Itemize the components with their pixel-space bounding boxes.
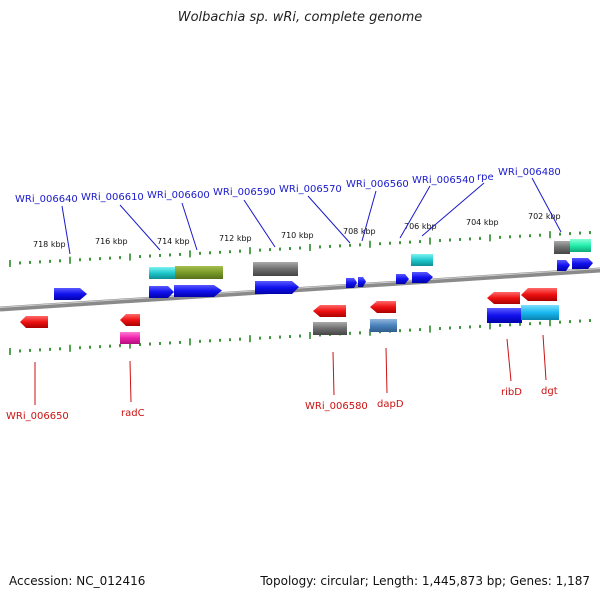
leader-ribD — [506, 338, 512, 382]
gene-label-WRi_006480[interactable]: WRi_006480 — [498, 167, 561, 178]
tick-label-708: 708 kbp — [343, 227, 376, 236]
gene-label-ribD[interactable]: ribD — [501, 387, 522, 398]
gene-arrow-ribD[interactable] — [487, 292, 520, 304]
gene-arrow-dapD[interactable] — [370, 301, 396, 313]
leader-rpe — [421, 182, 485, 237]
gene-arrow-rpe[interactable] — [412, 272, 433, 283]
gene-label-WRi_006580[interactable]: WRi_006580 — [305, 401, 368, 412]
gene-label-WRi_006570[interactable]: WRi_006570 — [279, 184, 342, 195]
gene-arrow-WRi_006600[interactable] — [174, 285, 222, 297]
gene-arrow-WRi_006480-a[interactable] — [557, 260, 570, 271]
gene-arrow-WRi_006590[interactable] — [255, 281, 299, 294]
genes-forward — [54, 258, 593, 300]
features-lower — [120, 305, 559, 344]
gene-label-WRi_006640[interactable]: WRi_006640 — [15, 194, 78, 205]
leader-WRi_006540 — [399, 185, 431, 239]
tick-label-706: 706 kbp — [404, 222, 437, 231]
leader-WRi_006600 — [181, 202, 198, 251]
gene-arrow-radC[interactable] — [120, 314, 140, 326]
tick-label-718: 718 kbp — [33, 240, 66, 249]
leader-dgt — [542, 334, 547, 381]
gene-arrow-WRi_006570[interactable] — [346, 278, 357, 288]
leader-WRi_006580 — [332, 351, 335, 396]
feature-cyan-1[interactable] — [149, 267, 176, 279]
genome-backbone — [0, 267, 600, 312]
gene-arrow-dgt[interactable] — [521, 288, 557, 301]
gene-label-WRi_006610[interactable]: WRi_006610 — [81, 192, 144, 203]
feature-olive-1[interactable] — [175, 266, 223, 279]
tick-label-710: 710 kbp — [281, 231, 314, 240]
gene-arrow-rpe-a[interactable] — [396, 274, 409, 284]
tick-label-712: 712 kbp — [219, 234, 252, 243]
leader-WRi_006570 — [307, 195, 351, 244]
feature-gray-1[interactable] — [253, 262, 298, 276]
features-upper — [149, 239, 591, 279]
leader-WRi_006590 — [243, 199, 276, 248]
gene-arrow-WRi_006480[interactable] — [572, 258, 593, 269]
gene-label-WRi_006560[interactable]: WRi_006560 — [346, 179, 409, 190]
feature-gray-3[interactable] — [313, 322, 347, 335]
gene-label-radC[interactable]: radC — [121, 408, 145, 419]
genome-backbone-highlight — [0, 268, 600, 308]
feature-cyan-2[interactable] — [411, 254, 433, 266]
gene-label-WRi_006600[interactable]: WRi_006600 — [147, 190, 210, 201]
gene-arrow-WRi_006580[interactable] — [313, 305, 346, 317]
tick-label-704: 704 kbp — [466, 218, 499, 227]
genome-summary-text: Topology: circular; Length: 1,445,873 bp… — [260, 574, 590, 588]
gene-label-rpe[interactable]: rpe — [477, 172, 494, 183]
callouts-bottom: WRi_006650 radC WRi_006580 dapD ribD dgt — [6, 334, 558, 422]
feature-mint-1[interactable] — [570, 239, 591, 252]
gene-label-WRi_006590[interactable]: WRi_006590 — [213, 187, 276, 198]
gene-label-WRi_006650[interactable]: WRi_006650 — [6, 411, 69, 422]
feature-blue-box-1[interactable] — [487, 308, 522, 323]
gene-label-dapD[interactable]: dapD — [377, 399, 404, 410]
feature-sky-1[interactable] — [521, 305, 559, 320]
gene-arrow-WRi_006610[interactable] — [149, 286, 174, 298]
tick-label-716: 716 kbp — [95, 237, 128, 246]
gene-label-dgt[interactable]: dgt — [541, 386, 558, 397]
leader-radC — [129, 360, 132, 403]
gene-arrow-WRi_006560[interactable] — [358, 277, 366, 287]
leader-WRi_006610 — [119, 204, 161, 251]
genes-reverse — [20, 288, 557, 328]
leader-WRi_006560 — [361, 190, 377, 242]
callouts-top: WRi_006640 WRi_006610 WRi_006600 WRi_006… — [15, 167, 562, 255]
feature-gray-2[interactable] — [554, 241, 570, 254]
gene-arrow-WRi_006650[interactable] — [20, 316, 48, 328]
tick-label-714: 714 kbp — [157, 237, 190, 246]
leader-dapD — [385, 347, 388, 394]
gene-label-WRi_006540[interactable]: WRi_006540 — [412, 175, 475, 186]
scale-ticks-top — [9, 231, 591, 267]
scale-ticks-bottom — [9, 319, 591, 355]
leader-WRi_006480 — [531, 177, 562, 233]
feature-steel-1[interactable] — [370, 319, 397, 332]
accession-text: Accession: NC_012416 — [9, 574, 146, 588]
page-title: Wolbachia sp. wRi, complete genome — [177, 10, 423, 25]
scale-labels: 718 kbp 716 kbp 714 kbp 712 kbp 710 kbp … — [33, 212, 561, 249]
leader-WRi_006640 — [61, 205, 71, 255]
tick-label-702: 702 kbp — [528, 212, 561, 221]
gene-arrow-WRi_006640[interactable] — [54, 288, 87, 300]
feature-magenta-1[interactable] — [120, 332, 140, 344]
